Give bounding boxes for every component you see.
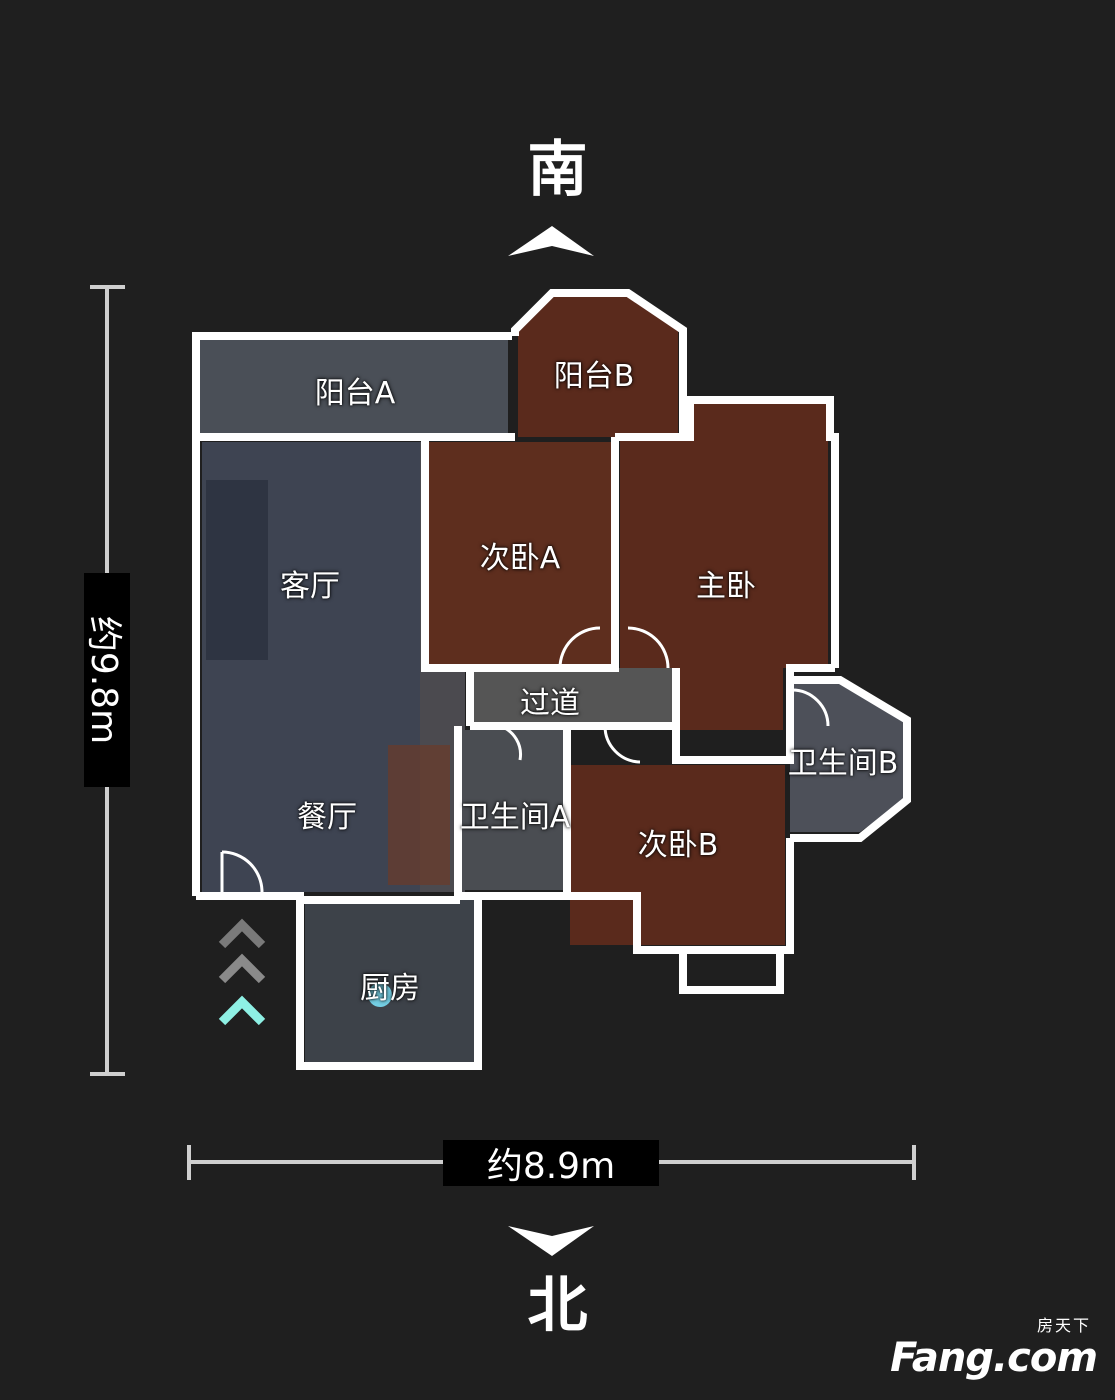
walls xyxy=(192,289,911,1070)
kitchen-floor xyxy=(305,900,475,1062)
room-label-balcony-b: 阳台B xyxy=(553,359,635,394)
balcony-a-floor xyxy=(200,340,508,437)
room-label-living-room: 客厅 xyxy=(280,569,340,604)
room-label-balcony-a: 阳台A xyxy=(314,376,396,411)
bathroom-b-floor xyxy=(790,680,905,832)
entry-arrow-icon xyxy=(218,918,266,1026)
viewpoint-marker xyxy=(368,983,392,1007)
fang-logo: 房天下 Fang.com xyxy=(890,1316,1098,1381)
room-label-bathroom-b: 卫生间B xyxy=(787,746,899,781)
compass-south-label: 南 xyxy=(527,135,588,205)
north-arrow-icon xyxy=(508,1226,594,1256)
room-label-master-bedroom: 主卧 xyxy=(696,569,756,604)
bedroom-a-floor xyxy=(427,442,613,668)
logo-english-text: Fang.com xyxy=(890,1335,1098,1381)
height-dimension-text: 约9.8m xyxy=(83,615,125,745)
room-label-dining-room: 餐厅 xyxy=(297,800,357,835)
width-dimension-label: 约8.9m xyxy=(443,1140,659,1187)
south-arrow-icon xyxy=(508,226,594,256)
bedroom-b-floor xyxy=(570,765,785,945)
dining-table xyxy=(388,745,450,885)
door-swings xyxy=(220,626,830,893)
logo-chinese-text: 房天下 xyxy=(1036,1316,1091,1335)
height-dimension-label: 约9.8m xyxy=(83,573,130,787)
room-label-bedroom-b: 次卧B xyxy=(637,828,719,863)
room-label-kitchen: 厨房 xyxy=(360,971,420,1006)
bathroom-a-floor xyxy=(460,730,565,890)
master-bedroom-floor xyxy=(620,403,828,730)
floor-areas xyxy=(200,296,905,1062)
corridor-floor xyxy=(470,668,675,726)
room-label-bathroom-a: 卫生间A xyxy=(459,800,571,835)
balcony-b-floor xyxy=(518,296,678,437)
room-label-corridor: 过道 xyxy=(520,686,580,721)
room-label-bedroom-a: 次卧A xyxy=(479,541,561,576)
compass-north-label: 北 xyxy=(527,1271,588,1341)
sofa xyxy=(206,480,268,660)
